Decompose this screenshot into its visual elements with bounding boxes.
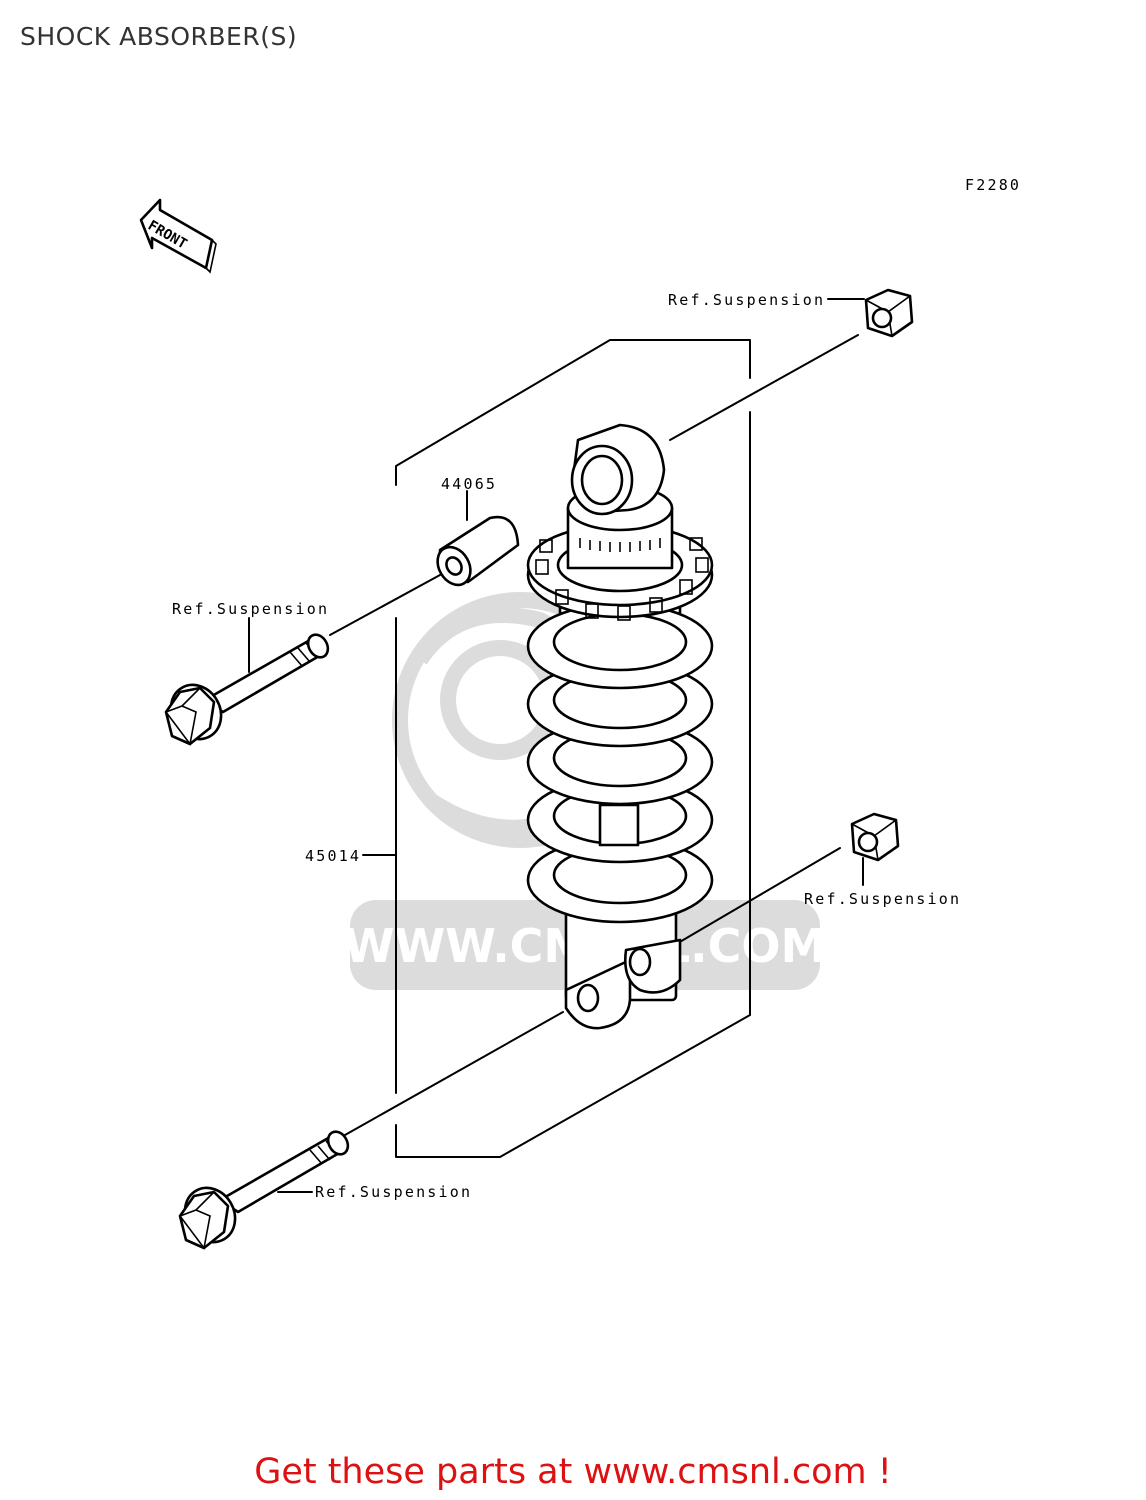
figure-code: F2280 [965, 176, 1021, 194]
collar-44065 [436, 515, 520, 587]
cta-link[interactable]: Get these parts at www.cmsnl.com ! [254, 1452, 892, 1492]
upper-bolt [164, 633, 330, 746]
lower-bolt [178, 1130, 350, 1250]
parts-diagram: WWW.CMSNL.COM F2280 FRONT [139, 176, 1021, 1250]
shock-absorber-45014 [526, 423, 714, 1030]
label-part-45014: 45014 [305, 847, 361, 865]
leader-lines [248, 298, 865, 1193]
label-ref-bottom-bolt: Ref.Suspension [315, 1183, 472, 1201]
page-title: SHOCK ABSORBER(S) [20, 22, 298, 51]
top-nut [864, 288, 914, 338]
label-ref-right-nut: Ref.Suspension [804, 890, 961, 908]
label-part-44065: 44065 [441, 475, 497, 493]
label-ref-left-bolt: Ref.Suspension [172, 600, 329, 618]
lower-nut [850, 812, 900, 862]
front-arrow-icon: FRONT [139, 198, 217, 274]
label-ref-top: Ref.Suspension [668, 291, 825, 309]
